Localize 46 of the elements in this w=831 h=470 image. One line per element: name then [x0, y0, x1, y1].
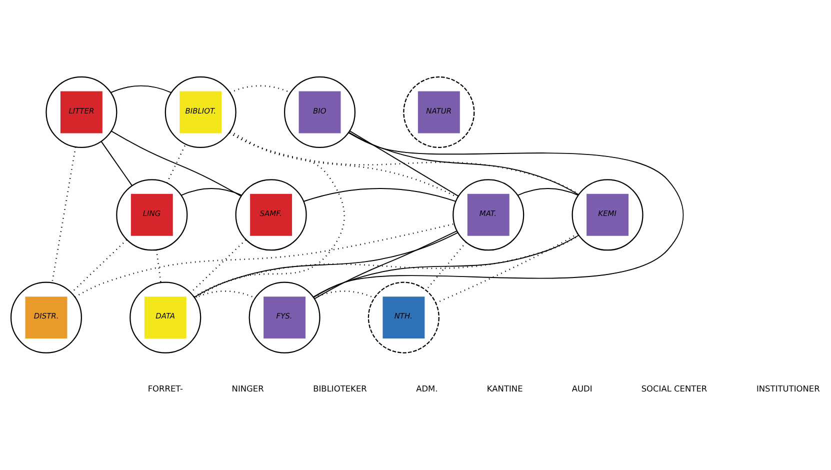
connector [166, 143, 186, 183]
connector [194, 232, 458, 298]
connector [348, 131, 579, 195]
connector [110, 84, 172, 93]
label: SOCIAL CENTER [641, 383, 708, 394]
node-circle: BIO [284, 76, 356, 148]
connector [314, 230, 458, 299]
node-circle: NATUR [403, 76, 475, 148]
node-circle: DATA [130, 281, 202, 353]
connector [228, 132, 580, 194]
label: KANTINE [486, 383, 523, 394]
connector [303, 187, 456, 202]
connector [349, 130, 459, 196]
node-circle: MAT. [452, 178, 524, 250]
node-circle: NTH. [368, 281, 440, 353]
connector [314, 290, 374, 298]
connector [194, 130, 345, 298]
connector [229, 131, 458, 198]
connector [100, 140, 132, 186]
connector [51, 146, 76, 282]
label: ADM. [416, 383, 438, 394]
node-circle: LITTER [46, 76, 118, 148]
label: FORRET- [148, 383, 183, 394]
connector [194, 290, 256, 298]
label: INSTITUTIONER [756, 383, 820, 394]
connector [426, 241, 467, 290]
label: BIBLIOTEKER [313, 383, 367, 394]
node-circle: DISTR. [10, 281, 82, 353]
connector [156, 249, 162, 282]
connector [190, 238, 246, 293]
node-circle: KEMI [572, 178, 644, 250]
connector [180, 187, 242, 196]
label: AUDI [572, 383, 592, 394]
connector [313, 234, 580, 298]
node-circle: LING [116, 178, 188, 250]
connector [436, 232, 578, 304]
label: NINGER [232, 383, 264, 394]
connector [312, 132, 684, 297]
connector [74, 222, 454, 298]
connector [70, 238, 128, 293]
node-circle: BIBLIOT. [164, 76, 236, 148]
node-circle: FYS. [248, 281, 320, 353]
node-circle: SAMF. [235, 178, 307, 250]
connector [110, 130, 242, 196]
connector [517, 187, 579, 196]
connector [194, 234, 580, 297]
